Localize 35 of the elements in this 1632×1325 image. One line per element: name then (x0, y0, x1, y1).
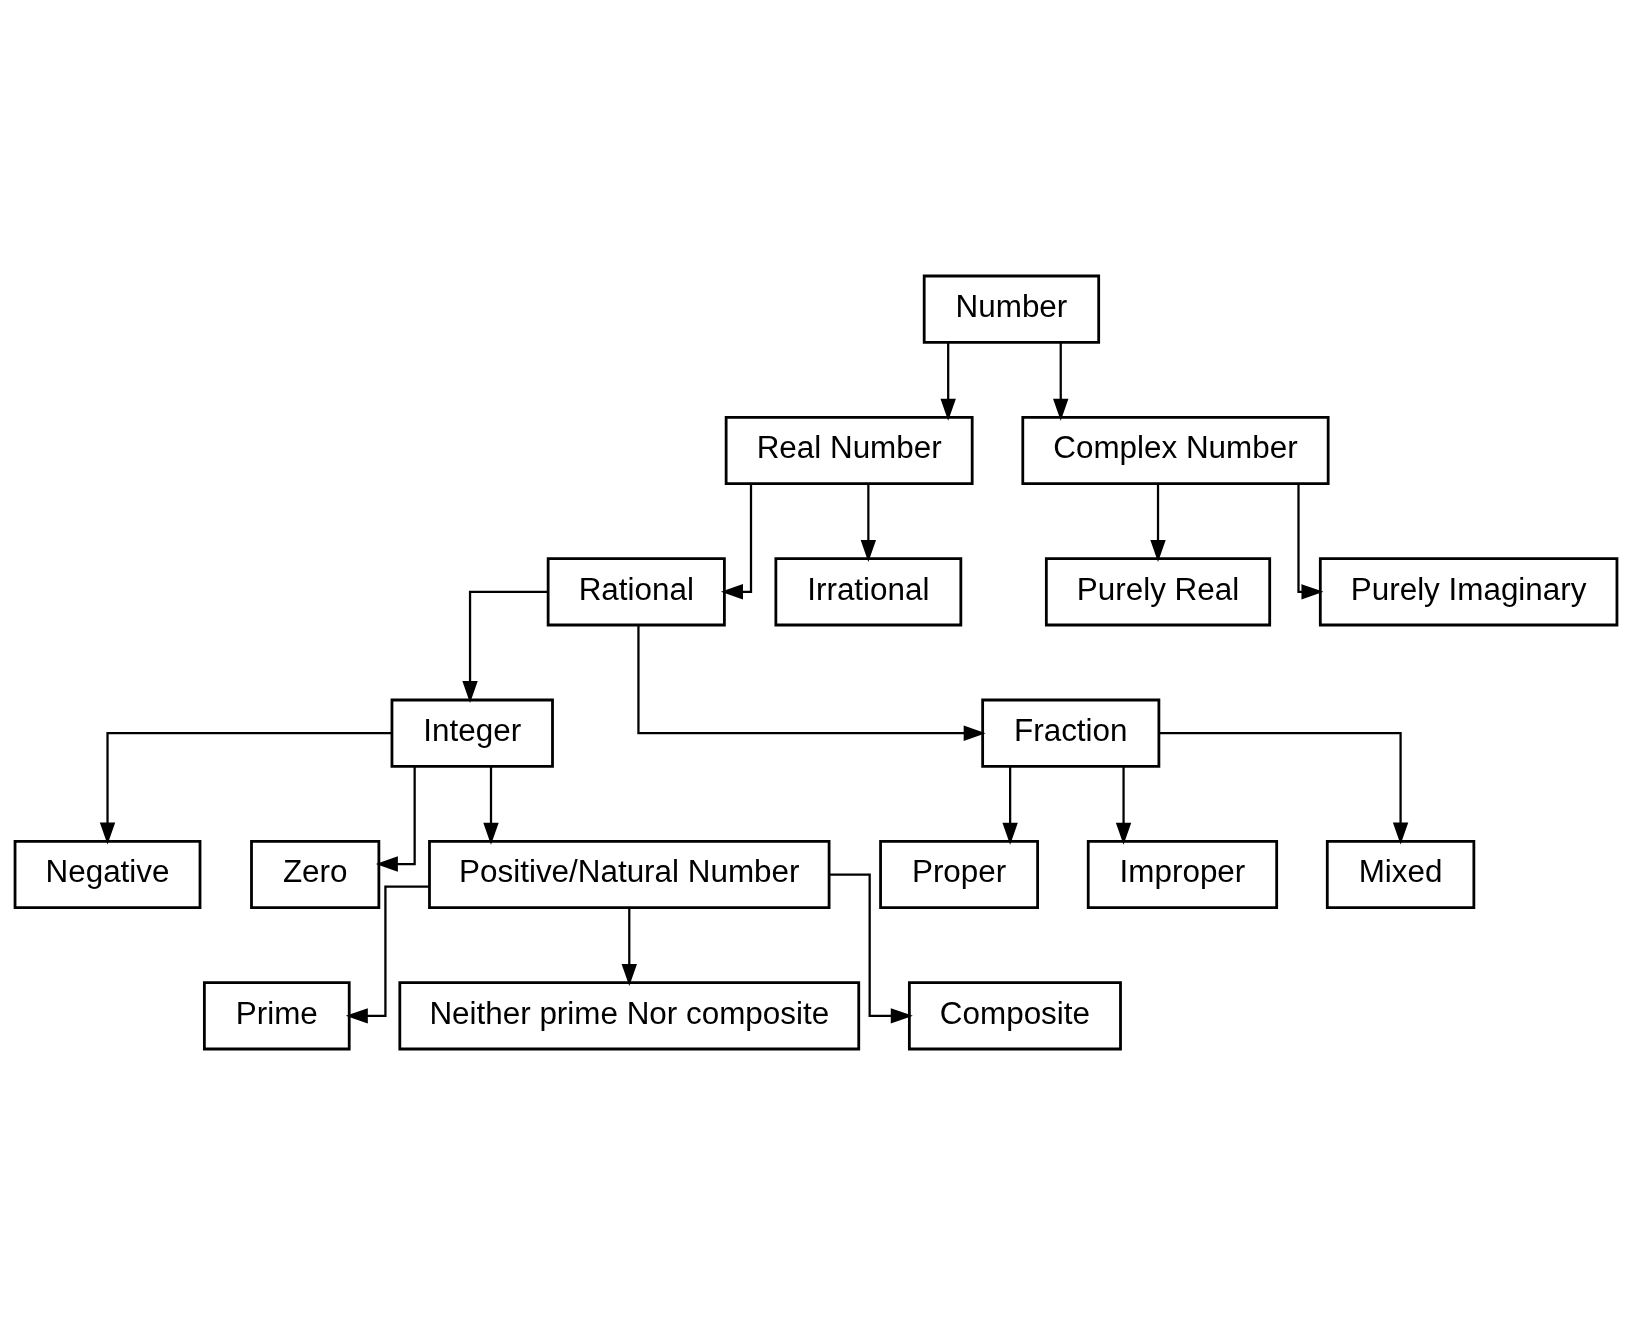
arrow (99, 732, 392, 845)
arrow (860, 484, 877, 562)
arrow (1053, 342, 1069, 421)
node-box: Rational (546, 557, 726, 627)
node-box: Purely Real (1044, 557, 1272, 627)
node-box: Improper (1086, 839, 1279, 910)
arrow (621, 908, 637, 987)
arrow (720, 484, 753, 600)
node-box: Composite (907, 981, 1122, 1051)
node-box: Negative (13, 839, 202, 910)
node-box: Real Number (724, 415, 974, 486)
node-box: Zero (250, 839, 381, 910)
node-box: Prime (202, 981, 351, 1051)
node-box: Mixed (1325, 839, 1476, 910)
node-box: Proper (879, 839, 1039, 910)
arrow (1115, 766, 1132, 845)
arrow (375, 766, 416, 872)
arrow (829, 873, 913, 1024)
node-box: Positive/Natural Number (428, 839, 831, 910)
node-box: Neither prime Nor composite (398, 981, 861, 1051)
arrow (345, 885, 429, 1024)
arrow (1002, 766, 1018, 845)
arrow (462, 590, 548, 704)
arrow (637, 625, 986, 741)
arrow (1150, 484, 1166, 562)
node-box: Irrational (774, 557, 963, 627)
node-box: Complex Number (1021, 415, 1330, 486)
node-box: Purely Imaginary (1318, 557, 1619, 627)
node-box: Number (922, 274, 1101, 344)
arrow (1297, 484, 1324, 600)
arrow (1159, 732, 1409, 845)
arrow (940, 342, 956, 421)
node-box: Fraction (981, 698, 1161, 768)
node-box: Integer (390, 698, 554, 768)
arrow (483, 766, 499, 845)
